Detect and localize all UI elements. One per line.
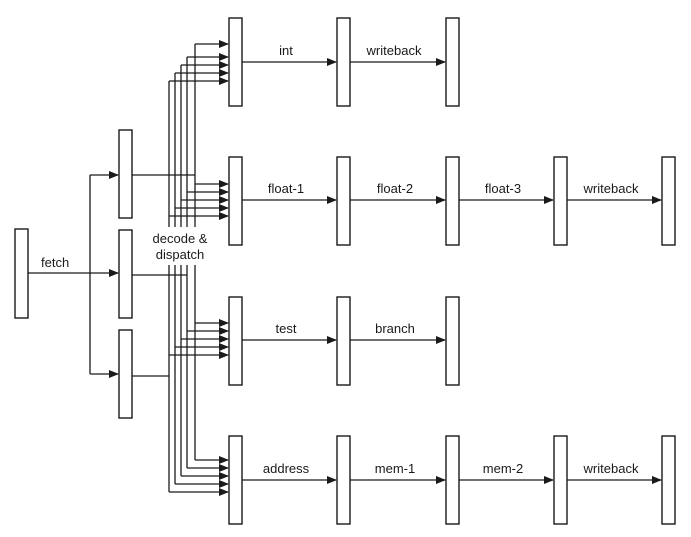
register-decode-1 [118, 129, 133, 219]
register-int-in [228, 17, 243, 107]
register-decode-2 [118, 229, 133, 319]
register-fetch [14, 228, 29, 319]
register-test-in [228, 296, 243, 386]
register-test-out [336, 296, 351, 386]
register-float-in [228, 156, 243, 246]
label-float-2: float-2 [377, 181, 413, 196]
decode-label-backdrop [146, 227, 214, 265]
register-int-out [336, 17, 351, 107]
label-test: test [276, 321, 297, 336]
label-fetch: fetch [41, 255, 69, 270]
label-branch: branch [375, 321, 415, 336]
register-float-3 [553, 156, 568, 246]
label-float-writeback: writeback [583, 181, 639, 196]
register-mem-writeback [661, 435, 676, 525]
label-mem-writeback: writeback [583, 461, 639, 476]
register-mem-2 [445, 435, 460, 525]
label-int: int [279, 43, 293, 58]
label-decode-line1: decode & [153, 231, 208, 246]
label-decode-line2: dispatch [156, 247, 204, 262]
register-decode-3 [118, 329, 133, 419]
register-int-writeback [445, 17, 460, 107]
register-float-1 [336, 156, 351, 246]
label-float-3: float-3 [485, 181, 521, 196]
label-int-writeback: writeback [366, 43, 422, 58]
register-float-writeback [661, 156, 676, 246]
label-address: address [263, 461, 310, 476]
label-mem-2: mem-2 [483, 461, 523, 476]
register-mem-3 [553, 435, 568, 525]
register-address-in [228, 435, 243, 525]
label-float-1: float-1 [268, 181, 304, 196]
label-mem-1: mem-1 [375, 461, 415, 476]
register-float-2 [445, 156, 460, 246]
register-mem-1 [336, 435, 351, 525]
register-branch [445, 296, 460, 386]
